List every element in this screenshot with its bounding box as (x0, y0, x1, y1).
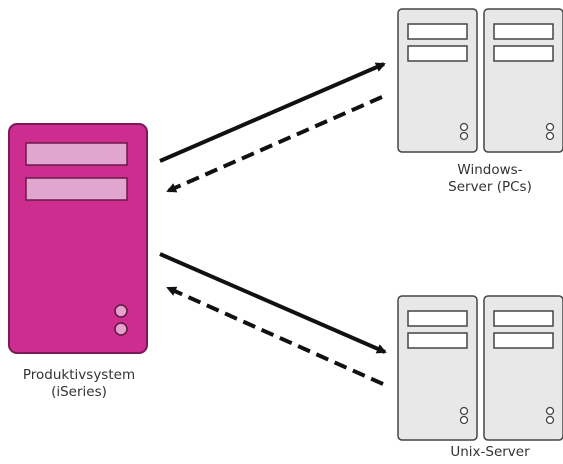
windows-server-label: Windows- Server (PCs) (420, 162, 560, 196)
windows-server-label-line1: Windows- (457, 162, 523, 178)
unix-server-label: Unix-Server (420, 444, 560, 461)
arrow-production-to-unix (159, 252, 387, 354)
unix-server-unit-2 (483, 295, 563, 441)
production-system-label-line2: (iSeries) (51, 384, 107, 400)
production-drive-bay-2 (25, 177, 128, 201)
production-led-1 (114, 304, 128, 318)
windows-server-unit-2 (483, 8, 563, 153)
unix-server-label-line1: Unix-Server (450, 444, 530, 460)
windows-server-group (397, 8, 563, 153)
production-drive-bay-1 (25, 142, 128, 166)
production-system-label-line1: Produktivsystem (22, 367, 136, 383)
production-system-tower (8, 123, 148, 354)
unix-server-unit-1 (397, 295, 478, 441)
windows-server-label-line2: Server (PCs) (448, 179, 532, 195)
production-led-2 (114, 322, 128, 336)
windows-server-unit-1 (397, 8, 478, 153)
production-system-label: Produktivsystem (iSeries) (0, 367, 159, 401)
unix-server-group (397, 295, 563, 441)
arrow-production-to-windows (159, 62, 386, 163)
